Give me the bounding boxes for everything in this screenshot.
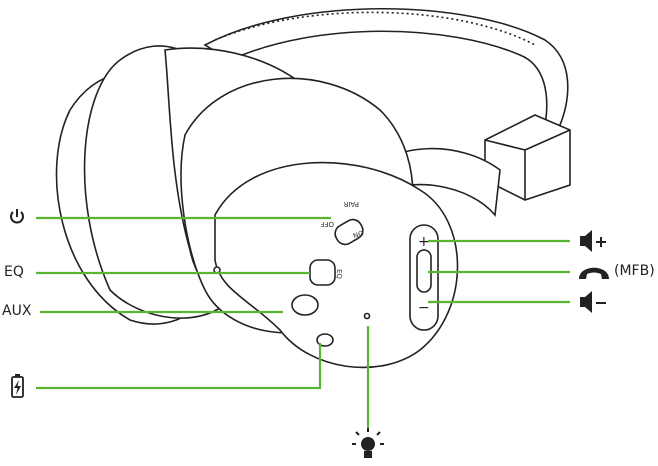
volume-down-icon (580, 291, 606, 313)
marking-minus: − (418, 300, 430, 316)
led-light-bulb-icon (352, 428, 384, 458)
marking-off: OFF (320, 220, 334, 228)
marking-plus: + (418, 234, 430, 250)
power-icon (10, 209, 24, 224)
headphones-illustration (55, 7, 571, 369)
volume-up-icon (580, 230, 606, 252)
battery-charging-icon (11, 374, 24, 398)
phone-handset-icon (579, 267, 609, 279)
marking-pair: PAIR (343, 200, 359, 208)
aux-label: AUX (2, 303, 32, 319)
eq-label: EQ (4, 264, 24, 280)
callout-line-battery (36, 343, 322, 390)
marking-on: ON (352, 228, 365, 239)
mfb-label: (MFB) (614, 263, 655, 279)
marking-eq: EQ (335, 269, 343, 279)
